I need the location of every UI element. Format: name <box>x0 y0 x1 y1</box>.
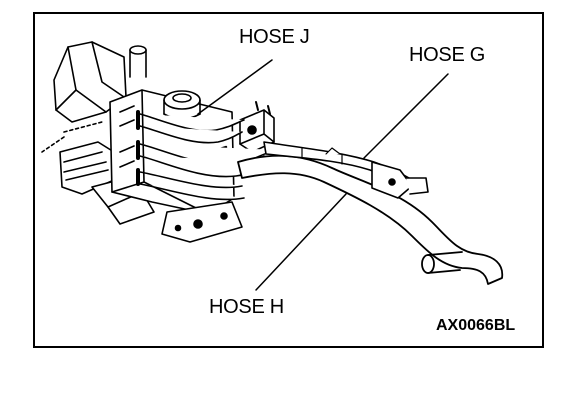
label-hose-j: HOSE J <box>239 26 310 48</box>
leader-line-hose-g <box>363 73 449 159</box>
leader-lines <box>197 59 449 291</box>
hose-illustration <box>41 41 504 291</box>
illustration-frame: HOSE J HOSE G HOSE H AX0066BL <box>33 12 544 348</box>
figure-code: AX0066BL <box>436 317 516 334</box>
leader-line-hose-h <box>255 193 347 291</box>
hose-h <box>237 154 504 285</box>
label-hose-g: HOSE G <box>409 44 485 66</box>
hose-g-pipe <box>263 141 429 199</box>
leader-line-hose-j <box>197 59 273 115</box>
label-hose-h: HOSE H <box>209 296 284 318</box>
